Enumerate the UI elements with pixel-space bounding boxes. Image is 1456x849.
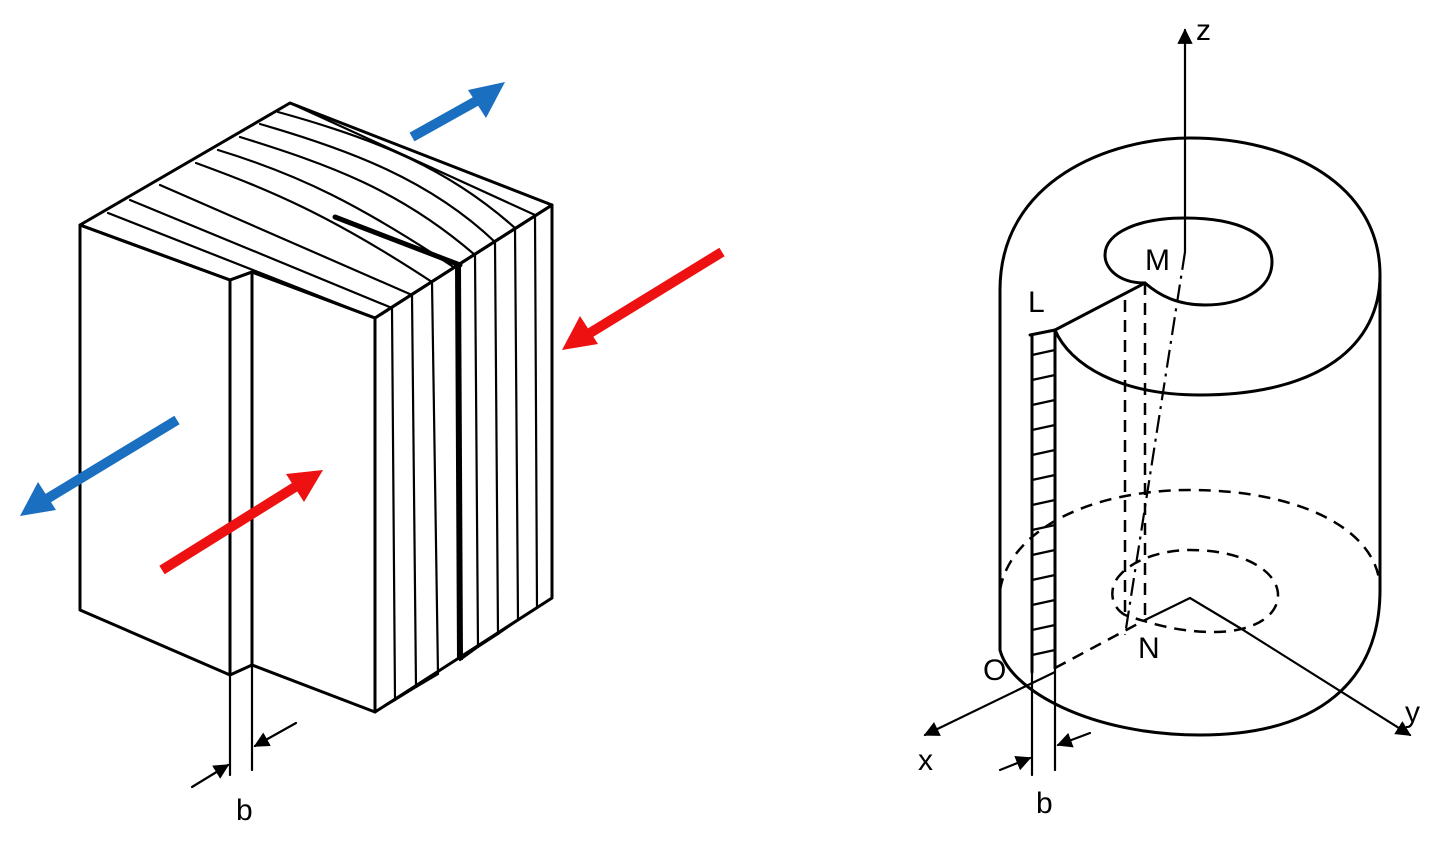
top-lamination-lines xyxy=(106,101,537,320)
red-arrow-right xyxy=(562,247,725,350)
outer-bottom-rim xyxy=(998,588,1382,737)
bottom-slit-hidden xyxy=(1054,618,1146,670)
inner-bottom-rim-hidden xyxy=(1111,548,1280,634)
z-axis-label: z xyxy=(1196,14,1211,47)
dashdot-line xyxy=(1123,251,1187,636)
block-side-face xyxy=(373,203,554,714)
y-axis xyxy=(1238,626,1412,737)
blue-arrow-left xyxy=(20,415,180,516)
block-right-face xyxy=(250,270,377,714)
hollow-cylinder: z xyxy=(918,14,1420,820)
slit-hatching xyxy=(1030,348,1057,657)
slit-top-edge xyxy=(1028,281,1147,337)
block-left-face xyxy=(78,223,232,677)
outer-top-rim xyxy=(998,136,1382,397)
y-axis-label: y xyxy=(1405,696,1420,729)
gap-label-left: b xyxy=(236,794,253,827)
force-arrows xyxy=(20,82,725,575)
bottom-center-lines xyxy=(1143,596,1242,630)
x-axis xyxy=(923,670,1057,737)
block-top-face xyxy=(78,101,554,320)
point-O-label: O xyxy=(983,654,1006,687)
top-slit-line xyxy=(332,214,463,268)
laminated-block: b xyxy=(78,101,554,827)
inner-top-rim xyxy=(1103,216,1274,307)
gap-dimension-right: b xyxy=(998,666,1092,820)
point-M-label: M xyxy=(1145,244,1170,277)
blue-arrow-top xyxy=(409,82,505,142)
point-N-label: N xyxy=(1138,632,1160,665)
gap-label-right: b xyxy=(1036,787,1053,820)
red-arrow-front xyxy=(159,470,323,575)
side-lamination-lines xyxy=(373,213,539,714)
outer-bottom-rim-hidden xyxy=(998,488,1382,591)
point-L-label: L xyxy=(1028,286,1045,319)
slit-face xyxy=(228,270,254,677)
x-axis-label: x xyxy=(918,744,933,777)
gap-dimension: b xyxy=(190,663,298,827)
